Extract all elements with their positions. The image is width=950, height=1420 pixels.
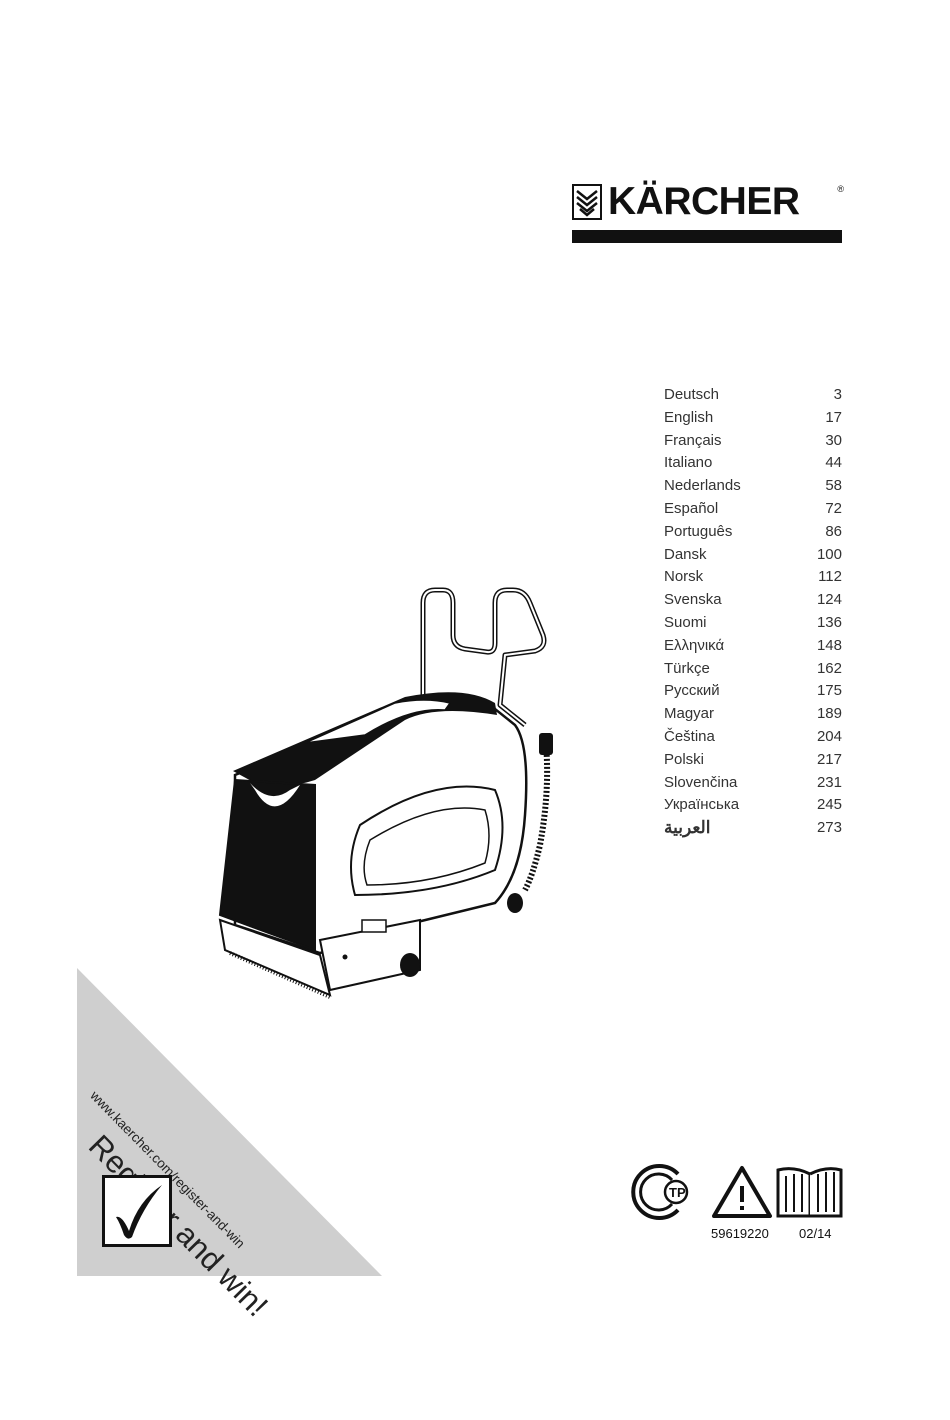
language-name: Türkçe [664,659,710,677]
language-page-number: 100 [816,545,842,563]
svg-text:TP: TP [669,1185,686,1200]
language-name: Français [664,431,722,449]
language-name: English [664,408,714,426]
language-name: Norsk [664,568,704,586]
gost-certification-icon: TP [631,1164,689,1220]
language-name: Čeština [664,727,715,745]
language-row[interactable]: Français 30 [664,430,842,453]
language-row[interactable]: Čeština 204 [664,726,842,749]
language-row[interactable]: Türkçe 162 [664,658,842,681]
language-row[interactable]: Русский 175 [664,680,842,703]
language-name: Slovenčina [664,773,738,791]
language-page-number: 273 [816,819,842,837]
scrubber-machine-illustration [218,587,553,999]
language-page-number: 72 [825,499,842,517]
language-row[interactable]: Polski 217 [664,749,842,772]
language-name: Dansk [664,545,707,563]
language-name: Русский [664,682,720,700]
language-name: Suomi [664,613,707,631]
language-row[interactable]: English 17 [664,407,842,430]
language-page-number: 17 [825,408,842,426]
language-row[interactable]: Norsk 112 [664,566,842,589]
language-page-number: 148 [816,636,842,654]
language-name: Magyar [664,705,715,723]
language-page-number: 112 [818,568,842,586]
manual-book-icon [776,1167,843,1218]
language-page-number: 124 [816,591,842,609]
language-page-number: 136 [816,613,842,631]
language-row[interactable]: Svenska 124 [664,589,842,612]
document-number: 59619220 [711,1226,769,1241]
language-page-number: 30 [825,431,842,449]
language-name: Svenska [664,591,722,609]
language-row[interactable]: Magyar 189 [664,703,842,726]
checkmark-box-icon [102,1175,172,1247]
brand-name: KÄRCHER [608,180,800,223]
language-row[interactable]: Nederlands 58 [664,475,842,498]
registered-mark: ® [837,184,844,194]
language-name: Polski [664,750,705,768]
language-row[interactable]: Українська 245 [664,794,842,817]
language-page-number: 162 [816,659,842,677]
language-page-number: 58 [825,477,842,495]
language-row[interactable]: Ελληνικά 148 [664,635,842,658]
language-row[interactable]: Español 72 [664,498,842,521]
language-page-number: 204 [816,727,842,745]
document-date: 02/14 [799,1226,832,1241]
language-row[interactable]: Italiano 44 [664,452,842,475]
language-row[interactable]: العربية 273 [664,817,842,840]
logo-underline-bar [572,230,842,243]
language-page-number: 175 [816,682,842,700]
language-page-number: 44 [825,454,842,472]
karcher-logo: KÄRCHER ® [572,180,844,246]
language-name: Português [664,522,733,540]
language-page-number: 189 [816,705,842,723]
warning-triangle-icon [712,1166,772,1218]
language-name: Deutsch [664,386,720,403]
language-page-number: 217 [816,750,842,768]
language-row[interactable]: Português 86 [664,521,842,544]
language-name: العربية [664,818,711,838]
language-page-number: 3 [833,386,842,403]
language-page-number: 245 [816,796,842,814]
language-row[interactable]: Deutsch 3 [664,384,842,407]
language-name: Nederlands [664,477,741,495]
language-row[interactable]: Slovenčina 231 [664,772,842,795]
language-name: Українська [664,796,740,814]
language-row[interactable]: Dansk 100 [664,544,842,567]
language-page-number: 231 [816,773,842,791]
certification-icons: TP [631,1164,843,1220]
language-row[interactable]: Suomi 136 [664,612,842,635]
karcher-emblem-icon [572,184,602,220]
language-name: Ελληνικά [664,636,725,654]
language-page-number: 86 [825,522,842,540]
language-name: Italiano [664,454,713,472]
language-name: Español [664,499,719,517]
